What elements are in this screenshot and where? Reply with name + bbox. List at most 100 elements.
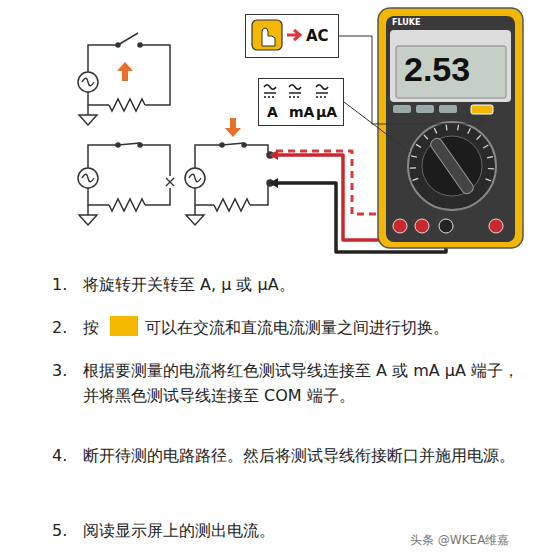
step-text: 将旋转开关转至 A, μ 或 μA。 (83, 272, 523, 297)
circuit-measured (244, 145, 268, 152)
dial-ticks (410, 124, 494, 181)
arrow-down (225, 118, 241, 137)
circuit-broken (118, 143, 140, 145)
multimeter (429, 136, 476, 195)
circuit-broken (140, 145, 170, 176)
circuit-open (116, 43, 120, 47)
multimeter (408, 122, 496, 210)
step-number: 1. (52, 272, 67, 297)
circuit-measured (195, 188, 214, 205)
circuit-broken (166, 178, 174, 186)
ac-dc-symbol (289, 92, 301, 93)
circuit-open (78, 33, 170, 125)
dial-ticks (413, 178, 419, 180)
multimeter (378, 8, 523, 248)
ac-dc-symbol (264, 85, 276, 90)
step-number: 2. (52, 315, 67, 340)
circuit-broken (88, 188, 109, 205)
leader-line (339, 36, 482, 152)
multimeter (390, 30, 511, 102)
callout-text: AC (306, 27, 329, 45)
circuit-measured (222, 143, 244, 145)
ac-dc-symbol (316, 96, 328, 97)
callout-text: A (267, 104, 278, 120)
circuit-open (78, 72, 98, 92)
ac-button-icon (262, 28, 275, 46)
ac-dc-symbol (289, 85, 301, 90)
circuit-measured (250, 186, 268, 205)
circuit-broken (109, 199, 145, 211)
brand-name: FLUKE (392, 19, 420, 28)
circuit-open (118, 33, 138, 45)
circuit-measured (186, 205, 204, 225)
dial-ticks (477, 135, 481, 139)
dial-ticks (468, 128, 471, 133)
circuit-broken (145, 188, 170, 205)
leader-line (344, 102, 410, 152)
circuit-open (88, 92, 109, 105)
dial-ticks (446, 124, 448, 130)
meter-button (416, 105, 434, 113)
circuit-broken (78, 143, 174, 225)
meter-button (393, 105, 411, 113)
circuit-open (88, 45, 118, 72)
ac-button-icon (287, 30, 300, 40)
dial-ticks (487, 157, 493, 158)
range-callout-box: AmAμA (258, 78, 344, 126)
callout-text: μA (316, 104, 337, 120)
dial-ticks (483, 145, 488, 148)
terminal-ma (415, 219, 429, 233)
step-text: 根据要测量的电流将红色测试导线连接至 A 或 mA μA 端子，并将黑色测试导线… (83, 358, 523, 408)
step-number: 4. (52, 443, 67, 468)
ac-callout-box: AC (245, 14, 339, 58)
terminal-com (439, 219, 453, 233)
terminal-v (489, 219, 503, 233)
dial-ticks (488, 168, 494, 170)
dial-ticks (457, 125, 459, 131)
ac-dc-button (471, 105, 493, 114)
dial-ticks (416, 144, 421, 147)
ac-dc-symbol (289, 96, 301, 97)
meter-button (439, 105, 457, 113)
circuit-measured (195, 145, 222, 168)
ac-dc-symbol (264, 92, 276, 93)
circuit-open (109, 99, 145, 111)
ac-dc-symbol (264, 96, 276, 97)
leader-line (339, 36, 482, 124)
multimeter (396, 46, 506, 98)
ac-dc-symbol (316, 92, 328, 93)
dial-ticks (424, 135, 428, 139)
ac-button-icon (252, 20, 300, 50)
circuit-measured (214, 199, 250, 211)
ac-dc-key (110, 316, 138, 336)
probe-tip (269, 178, 278, 188)
dial-ticks (410, 167, 416, 169)
arrow-up (117, 62, 133, 81)
circuit-broken (116, 143, 120, 147)
circuit-measured (185, 168, 205, 188)
dial-ticks (411, 156, 417, 157)
circuit-open (79, 105, 97, 125)
step-text: 阅读显示屏上的测出电流。 (83, 518, 383, 543)
step-number: 5. (52, 518, 67, 543)
ac-dc-symbol (316, 85, 328, 90)
step-text: 按 (83, 315, 99, 340)
watermark: 头条 @WKEA维嘉 (410, 534, 509, 547)
circuit-measured (185, 143, 273, 225)
step-number: 3. (52, 358, 67, 383)
step-text: 可以在交流和直流电流测量之间进行切换。 (145, 315, 535, 340)
callout-text: mA (289, 104, 314, 120)
dial-ticks (434, 128, 437, 133)
circuit-open (140, 45, 170, 105)
dial-ticks (486, 179, 492, 181)
circuit-measured (220, 143, 224, 147)
circuit-broken (88, 145, 118, 168)
lcd-reading: 2.53 (404, 51, 470, 88)
circuit-broken (79, 205, 97, 225)
ac-dc-symbol (264, 85, 328, 97)
ac-button-icon (252, 20, 282, 50)
terminal-a (393, 219, 407, 233)
step-text: 断开待测的电路路径。然后将测试导线衔接断口并施用电源。 (83, 443, 523, 468)
multimeter (386, 16, 515, 242)
